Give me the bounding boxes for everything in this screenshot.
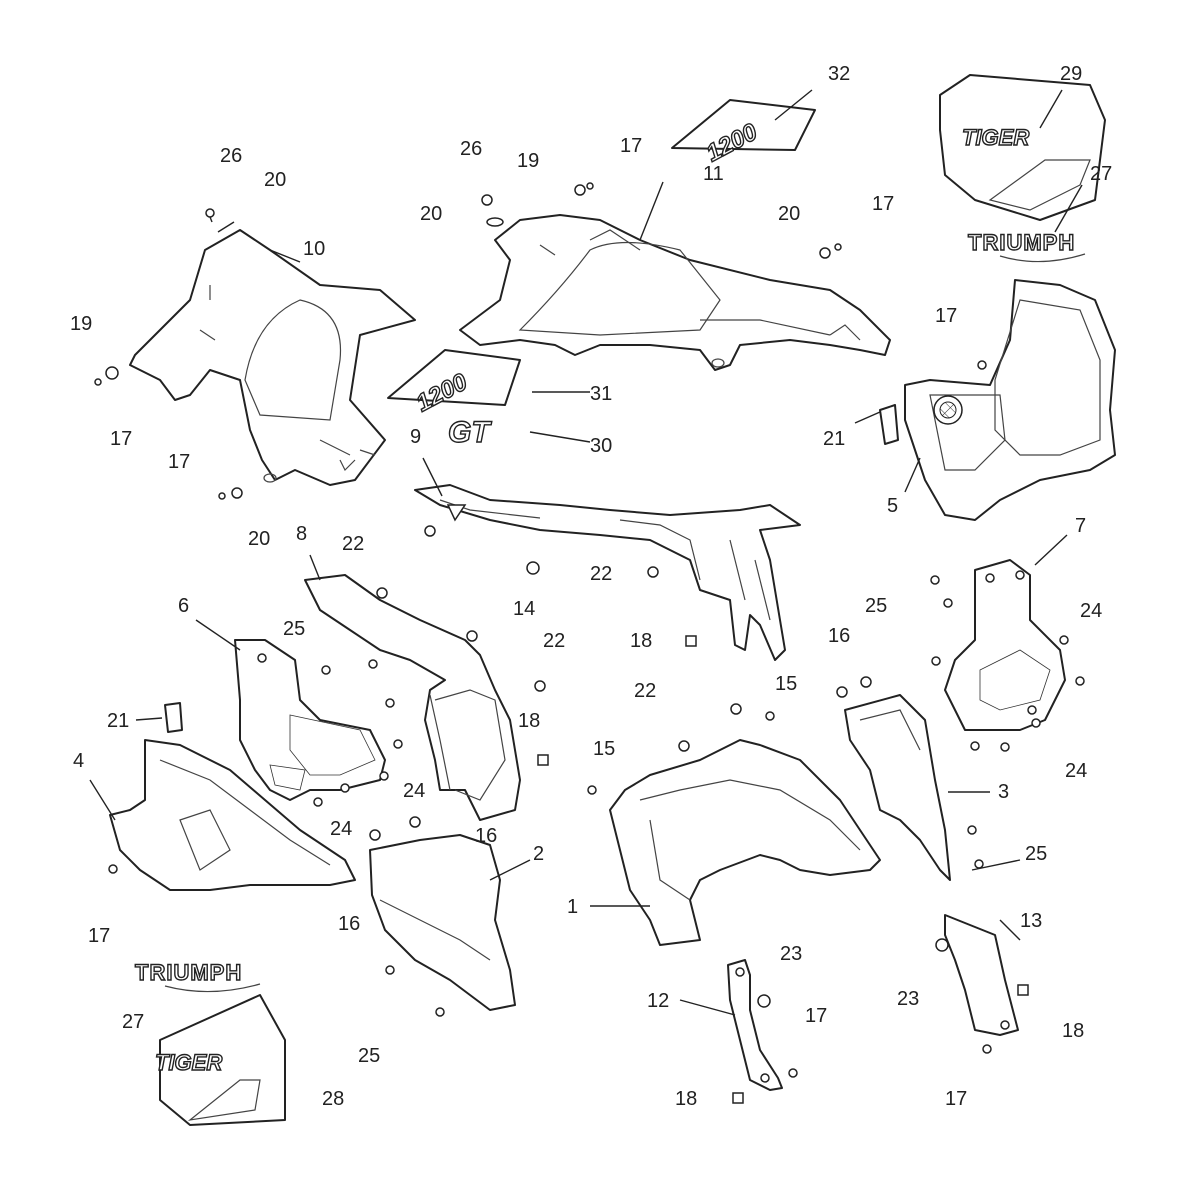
callout-26a: 26 (220, 145, 242, 167)
callout-22c: 22 (543, 630, 565, 652)
callout-17f: 17 (88, 925, 110, 947)
decal-27-triumph-left: TRIUMPH (134, 959, 261, 993)
callout-9: 9 (410, 426, 421, 448)
decal-31-model-mid: 1200 (387, 349, 521, 418)
callout-31: 31 (590, 383, 612, 405)
callout-28: 28 (322, 1088, 344, 1110)
callout-17c: 17 (935, 305, 957, 327)
callout-18d: 18 (675, 1088, 697, 1110)
callout-24c: 24 (403, 780, 425, 802)
part-8-left-inner-duct (304, 574, 521, 821)
callout-19a: 19 (517, 150, 539, 172)
decal-gt-text: GT (448, 416, 492, 449)
part-5-right-upper-panel (904, 279, 1116, 521)
callout-22d: 22 (634, 680, 656, 702)
callout-13: 13 (1020, 910, 1042, 932)
decal-32-model-top: 1200 (671, 99, 816, 168)
callout-16a: 16 (828, 625, 850, 647)
fasteners (94, 182, 1085, 1104)
callout-27a: 27 (1090, 163, 1112, 185)
callout-21b: 21 (107, 710, 129, 732)
callout-6: 6 (178, 595, 189, 617)
callout-20a: 20 (264, 169, 286, 191)
callout-25b: 25 (283, 618, 305, 640)
callout-1: 1 (567, 896, 578, 918)
callout-19b: 19 (70, 313, 92, 335)
part-2-left-lower-scoop (369, 834, 516, 1011)
callout-22a: 22 (342, 533, 364, 555)
callout-25c: 25 (1025, 843, 1047, 865)
decal-28-tiger-left: TIGER (154, 994, 286, 1126)
callout-17a: 17 (620, 135, 642, 157)
decal-triumph-top-text: TRIUMPH (968, 230, 1075, 255)
callout-labels: 1 2 3 4 5 6 7 8 9 10 11 12 13 14 15 15 1… (70, 63, 1112, 1110)
callout-25a: 25 (865, 595, 887, 617)
callout-4: 4 (73, 750, 84, 772)
callout-7: 7 (1075, 515, 1086, 537)
callout-32: 32 (828, 63, 850, 85)
callout-25d: 25 (358, 1045, 380, 1067)
callout-3: 3 (998, 781, 1009, 803)
part-7-right-vent-panel (944, 559, 1066, 731)
part-9-centre-trim (414, 484, 801, 661)
leader-lines (89, 89, 1083, 1016)
callout-24a: 24 (1080, 600, 1102, 622)
callout-20c: 20 (778, 203, 800, 225)
decal-29-tiger-right: TIGER (939, 74, 1106, 221)
callout-12: 12 (647, 990, 669, 1012)
callout-30: 30 (590, 435, 612, 457)
callout-24d: 24 (330, 818, 352, 840)
decal-27-triumph-right: TRIUMPH (967, 229, 1086, 263)
callout-18a: 18 (630, 630, 652, 652)
callout-18b: 18 (518, 710, 540, 732)
callout-16c: 16 (338, 913, 360, 935)
callout-10: 10 (303, 238, 325, 260)
decal-30-gt: GT (447, 415, 493, 449)
callout-8: 8 (296, 523, 307, 545)
callout-23a: 23 (780, 943, 802, 965)
callout-2: 2 (533, 843, 544, 865)
decal-tiger-bottom-text: TIGER (155, 1050, 222, 1075)
callout-17b: 17 (872, 193, 894, 215)
part-11-upper-cowl (459, 214, 891, 371)
callout-15b: 15 (593, 738, 615, 760)
decal-tiger-top-text: TIGER (962, 125, 1029, 150)
callout-17d: 17 (110, 428, 132, 450)
callout-15a: 15 (775, 673, 797, 695)
callout-23b: 23 (897, 988, 919, 1010)
callout-29: 29 (1060, 63, 1082, 85)
part-12-bracket (727, 959, 783, 1091)
callout-11: 11 (703, 163, 724, 185)
callout-24b: 24 (1065, 760, 1087, 782)
callout-17g: 17 (805, 1005, 827, 1027)
part-3-right-lower-panel (844, 694, 951, 881)
callout-21a: 21 (823, 428, 845, 450)
part-13-bracket (944, 914, 1019, 1036)
callout-17h: 17 (945, 1088, 967, 1110)
part-21-pad-left (164, 702, 183, 733)
part-4-left-lower-fairing (109, 739, 356, 891)
callout-20b: 20 (420, 203, 442, 225)
callout-16b: 16 (475, 825, 497, 847)
callout-18c: 18 (1062, 1020, 1084, 1042)
callout-22b: 22 (590, 563, 612, 585)
callout-20d: 20 (248, 528, 270, 550)
callout-5: 5 (887, 495, 898, 517)
callout-26b: 26 (460, 138, 482, 160)
part-1-belly-pan (609, 739, 881, 946)
callout-27b: 27 (122, 1011, 144, 1033)
part-6-left-vent-panel (234, 639, 386, 801)
callout-14: 14 (513, 598, 535, 620)
callout-17e: 17 (168, 451, 190, 473)
decal-triumph-bottom-text: TRIUMPH (135, 960, 242, 985)
part-10-left-upper-panel (129, 229, 416, 486)
part-21-pad-right (879, 404, 899, 445)
